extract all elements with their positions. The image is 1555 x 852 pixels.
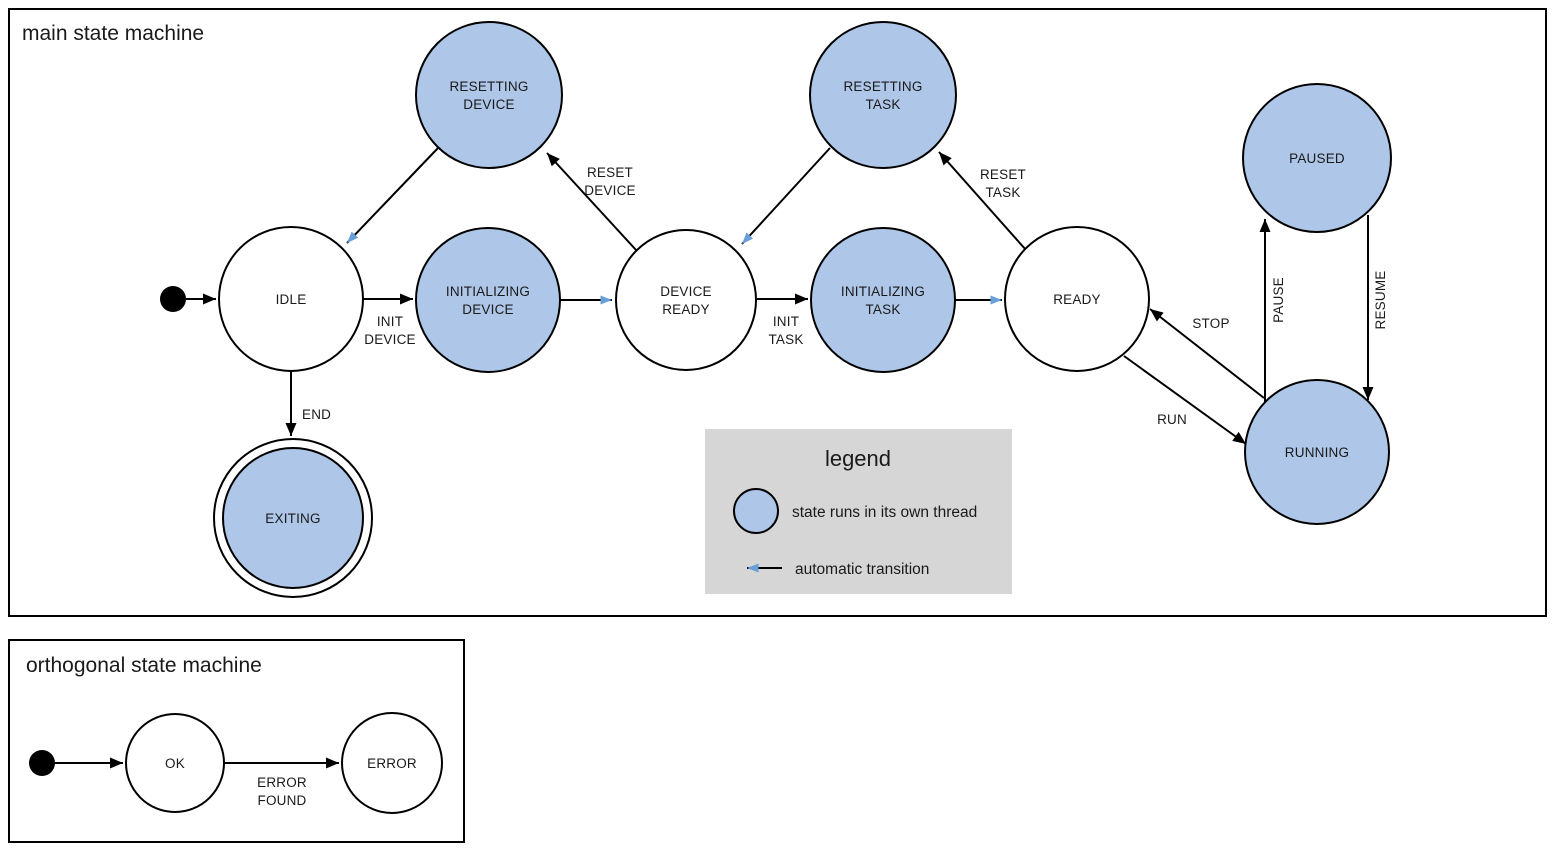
edge-label-error-found: ERROR FOUND xyxy=(257,775,307,808)
edge-label-resume: RESUME xyxy=(1373,271,1388,330)
state-label-line: RESETTING xyxy=(449,79,528,94)
state-label-line: TASK xyxy=(865,97,900,112)
state-paused: PAUSED xyxy=(1242,83,1392,233)
state-circle xyxy=(1004,226,1150,372)
edge-label-line: DEVICE xyxy=(584,183,635,198)
edge-device-ready-to-resetting-device xyxy=(546,152,637,251)
state-circle xyxy=(125,713,225,813)
state-label-line: DEVICE xyxy=(463,97,514,112)
state-label: ERROR xyxy=(367,756,417,771)
state-circle xyxy=(218,226,364,372)
edge-label-stop: STOP xyxy=(1192,316,1229,331)
state-circle xyxy=(1244,379,1390,525)
legend-threaded-state-icon xyxy=(733,488,779,534)
edge-auto-resetting-device-to-idle xyxy=(346,147,439,244)
state-resetting-task: RESETTING TASK xyxy=(809,21,957,169)
state-ok: OK xyxy=(125,713,225,813)
edge-label-line: RESET xyxy=(587,165,633,180)
state-label-line: INITIALIZING xyxy=(841,284,925,299)
main-title: main state machine xyxy=(22,22,204,45)
state-error: ERROR xyxy=(341,712,443,814)
edge-label-reset-device: RESET DEVICE xyxy=(584,165,635,198)
edge-label-init-task: INIT TASK xyxy=(768,314,803,347)
state-resetting-device: RESETTING DEVICE xyxy=(415,21,563,169)
state-label-line: DEVICE xyxy=(462,302,513,317)
edge-label-run: RUN xyxy=(1157,412,1187,427)
state-circle xyxy=(222,447,364,589)
edge-ready-to-running xyxy=(1123,355,1247,445)
state-label-line: TASK xyxy=(865,302,900,317)
state-label: PAUSED xyxy=(1289,151,1345,166)
orthogonal-diagram-canvas: orthogonal state machine ERROR FOUND OK … xyxy=(26,654,443,814)
edge-label-line: ERROR xyxy=(257,775,307,790)
state-circle xyxy=(615,229,757,371)
edge-label-line: FOUND xyxy=(258,793,307,808)
edge-running-to-ready xyxy=(1149,308,1265,399)
state-label: OK xyxy=(165,756,185,771)
edge-label-init-device: INIT DEVICE xyxy=(364,314,415,347)
edge-label-line: TASK xyxy=(768,332,803,347)
edge-label-line: TASK xyxy=(985,185,1020,200)
state-idle: IDLE xyxy=(218,226,364,372)
state-circle xyxy=(810,227,956,373)
edge-label-end: END xyxy=(302,407,331,422)
initial-state-dot xyxy=(29,750,55,776)
edge-auto-resetting-task-to-device-ready xyxy=(741,147,831,245)
initial-state-dot xyxy=(160,286,186,312)
main-state-machine-box: main state machine INIT DEVICE IN xyxy=(8,8,1547,617)
state-label: RUNNING xyxy=(1285,445,1349,460)
legend: legend state runs in its own thread auto… xyxy=(705,429,1012,594)
state-label-line: READY xyxy=(662,302,710,317)
main-diagram-canvas: main state machine INIT DEVICE IN xyxy=(22,21,1392,598)
state-device-ready: DEVICE READY xyxy=(615,229,757,371)
legend-thread-label: state runs in its own thread xyxy=(792,504,977,521)
state-circle xyxy=(1242,83,1392,233)
edge-label-line: DEVICE xyxy=(364,332,415,347)
edge-label-line: RESET xyxy=(980,167,1026,182)
state-circle xyxy=(341,712,443,814)
edge-ready-to-resetting-task xyxy=(938,151,1027,251)
state-ready: READY xyxy=(1004,226,1150,372)
orthogonal-title: orthogonal state machine xyxy=(26,654,262,677)
legend-auto-label: automatic transition xyxy=(795,561,929,578)
edge-label-pause: PAUSE xyxy=(1271,277,1286,323)
state-label-line: INITIALIZING xyxy=(446,284,530,299)
orthogonal-state-machine-box: orthogonal state machine ERROR FOUND OK … xyxy=(8,639,465,843)
edge-label-reset-task: RESET TASK xyxy=(980,167,1026,200)
edge-label-line: INIT xyxy=(377,314,403,329)
state-initializing-device: INITIALIZING DEVICE xyxy=(415,227,561,373)
edge-label-line: INIT xyxy=(773,314,799,329)
state-label: IDLE xyxy=(276,292,307,307)
state-label-line: DEVICE xyxy=(660,284,711,299)
state-running: RUNNING xyxy=(1244,379,1390,525)
state-label: EXITING xyxy=(265,511,320,526)
state-circle xyxy=(415,21,563,169)
state-label: READY xyxy=(1053,292,1101,307)
state-circle xyxy=(809,21,957,169)
legend-title: legend xyxy=(825,446,891,471)
state-initializing-task: INITIALIZING TASK xyxy=(810,227,956,373)
state-circle xyxy=(415,227,561,373)
state-exiting-final: EXITING xyxy=(213,438,373,598)
state-label-line: RESETTING xyxy=(843,79,922,94)
